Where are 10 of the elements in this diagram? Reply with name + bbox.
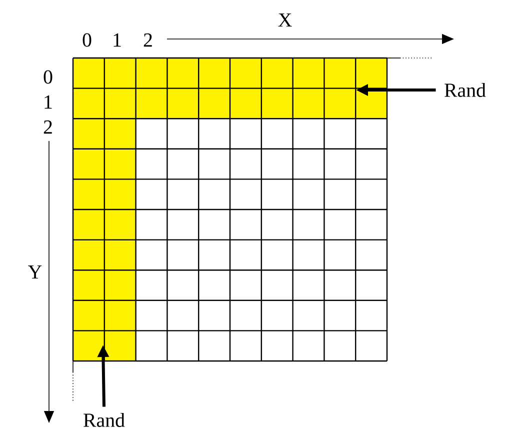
axis-label: Y — [28, 265, 42, 279]
column-number: 0 — [82, 33, 92, 47]
rand-label: Rand — [84, 412, 125, 427]
column-number: 2 — [144, 33, 152, 47]
row-number: 0 — [44, 70, 52, 84]
column-number: 1 — [114, 33, 121, 47]
row-number: 1 — [44, 95, 52, 109]
row-number: 2 — [44, 120, 52, 134]
axis-label: X — [278, 13, 292, 27]
rand-label: Rand — [444, 82, 486, 97]
